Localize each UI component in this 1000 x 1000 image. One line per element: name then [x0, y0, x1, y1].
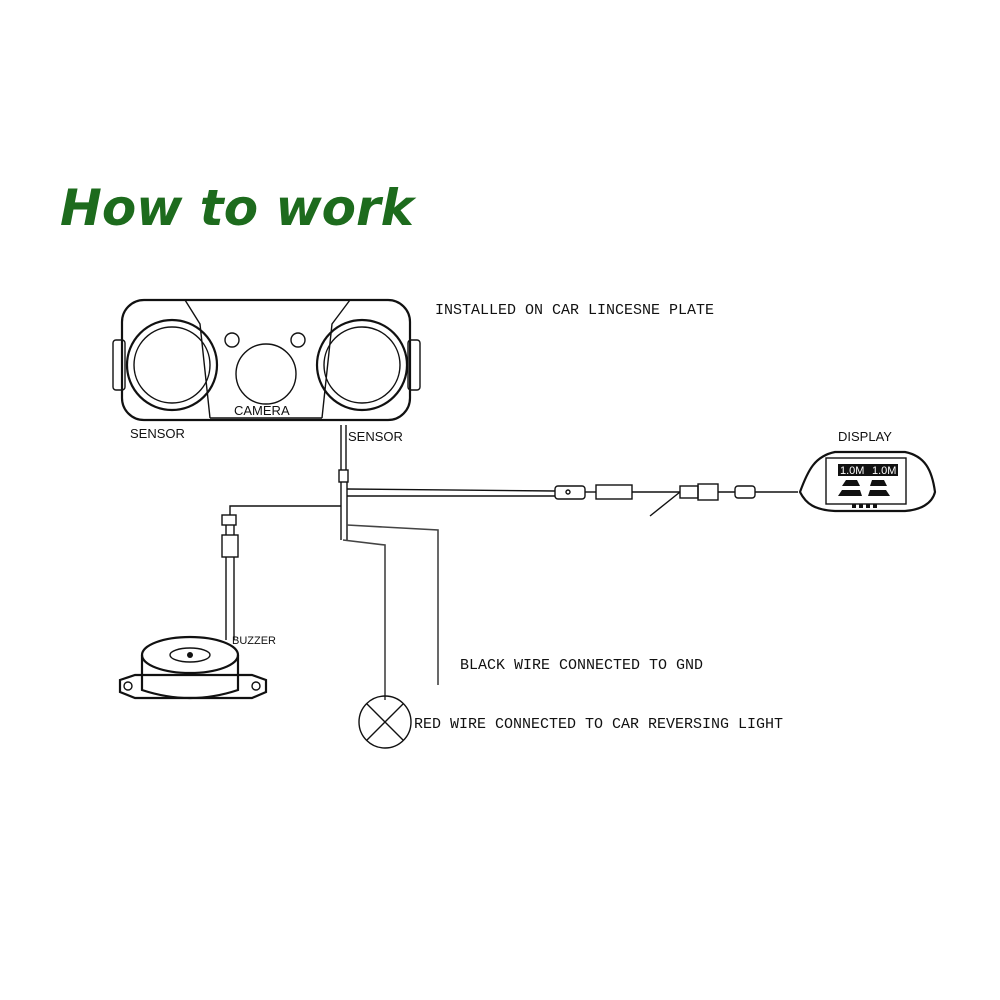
buzzer-cable — [221, 505, 341, 640]
license-plate-sensor-unit — [112, 298, 421, 422]
left-distance-bar-icon — [842, 480, 860, 486]
right-distance-bar-icon — [870, 480, 887, 486]
left-sensor-label: SENSOR — [130, 426, 185, 441]
right-sensor-label: SENSOR — [348, 429, 403, 444]
right-sensor-icon — [315, 318, 409, 412]
left-distance-bar-icon — [838, 490, 862, 496]
buzzer-label: BUZZER — [232, 635, 276, 647]
right-distance-bar-icon — [868, 490, 890, 496]
black-wire-label: BLACK WIRE CONNECTED TO GND — [460, 657, 703, 674]
title: How to work — [60, 179, 417, 237]
reversing-light-icon — [358, 695, 412, 749]
display-cable — [346, 483, 798, 517]
installed-label: INSTALLED ON CAR LINCESNE PLATE — [435, 302, 714, 319]
display-reading-right: 1.0M — [872, 465, 896, 477]
camera-icon — [224, 332, 306, 405]
display-monitor: 1.0M 1.0M — [798, 450, 937, 513]
red-wire-label: RED WIRE CONNECTED TO CAR REVERSING LIGH… — [414, 716, 783, 733]
camera-label: CAMERA — [234, 403, 290, 418]
left-sensor-icon — [125, 318, 219, 412]
power-wires — [342, 524, 439, 700]
display-label: DISPLAY — [838, 429, 892, 444]
main-cable — [338, 425, 349, 540]
display-reading-left: 1.0M — [840, 465, 864, 477]
buzzer-icon — [118, 635, 268, 700]
